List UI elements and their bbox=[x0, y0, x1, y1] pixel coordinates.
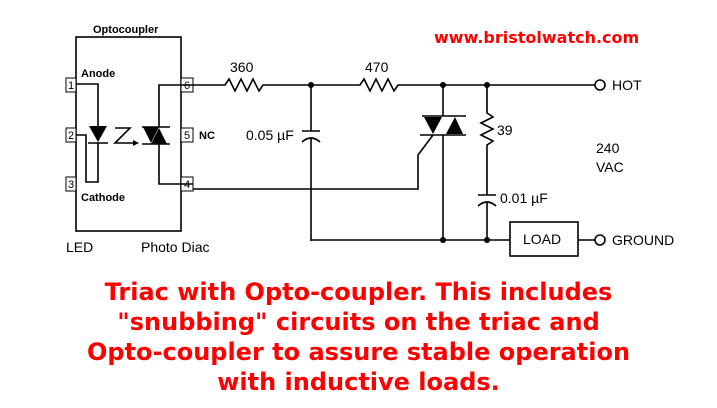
led-label: LED bbox=[66, 239, 93, 255]
capacitor-001-label: 0.01 µF bbox=[500, 190, 548, 206]
pins bbox=[65, 77, 194, 192]
pin-5: 5 bbox=[184, 130, 190, 142]
photo-diac-icon bbox=[142, 84, 193, 185]
capacitor-005-label: 0.05 µF bbox=[246, 127, 294, 143]
pin-1: 1 bbox=[68, 80, 74, 92]
caption-line: Opto-coupler to assure stable operation bbox=[86, 338, 631, 366]
top-rail-wire bbox=[193, 77, 595, 93]
caption: Triac with Opto-coupler. This includes "… bbox=[0, 277, 717, 397]
load-box bbox=[509, 221, 579, 257]
triac-icon bbox=[193, 85, 466, 241]
pin-6: 6 bbox=[184, 80, 190, 92]
anode-label: Anode bbox=[81, 68, 115, 80]
website-url: www.bristolwatch.com bbox=[434, 28, 640, 47]
pin-2: 2 bbox=[68, 130, 74, 142]
light-arrow-icon bbox=[113, 127, 139, 146]
nc-label: NC bbox=[199, 130, 215, 142]
ground-label: GROUND bbox=[612, 232, 674, 248]
resistor-39-label: 39 bbox=[497, 122, 513, 138]
resistor-360-label: 360 bbox=[230, 59, 254, 75]
load-label: LOAD bbox=[523, 231, 561, 247]
resistor-470-label: 470 bbox=[365, 59, 389, 75]
pin-4: 4 bbox=[184, 179, 190, 191]
hot-terminal bbox=[594, 79, 606, 91]
junction-dots bbox=[308, 82, 490, 243]
photo-diac-label: Photo Diac bbox=[141, 239, 209, 255]
snubber bbox=[477, 85, 497, 241]
caption-line: Triac with Opto-coupler. This includes bbox=[104, 278, 613, 306]
voltage-label: 240 bbox=[596, 140, 620, 156]
led-icon bbox=[76, 83, 108, 183]
caption-line: with inductive loads. bbox=[217, 368, 500, 396]
hot-label: HOT bbox=[612, 77, 642, 93]
cathode-label: Cathode bbox=[81, 192, 125, 204]
optocoupler-title: Optocoupler bbox=[93, 24, 159, 36]
ground-terminal bbox=[594, 234, 606, 246]
capacitor-005 bbox=[301, 85, 321, 241]
caption-line: "snubbing" circuits on the triac and bbox=[117, 308, 600, 336]
vac-label: VAC bbox=[596, 159, 624, 175]
pin-3: 3 bbox=[68, 179, 74, 191]
